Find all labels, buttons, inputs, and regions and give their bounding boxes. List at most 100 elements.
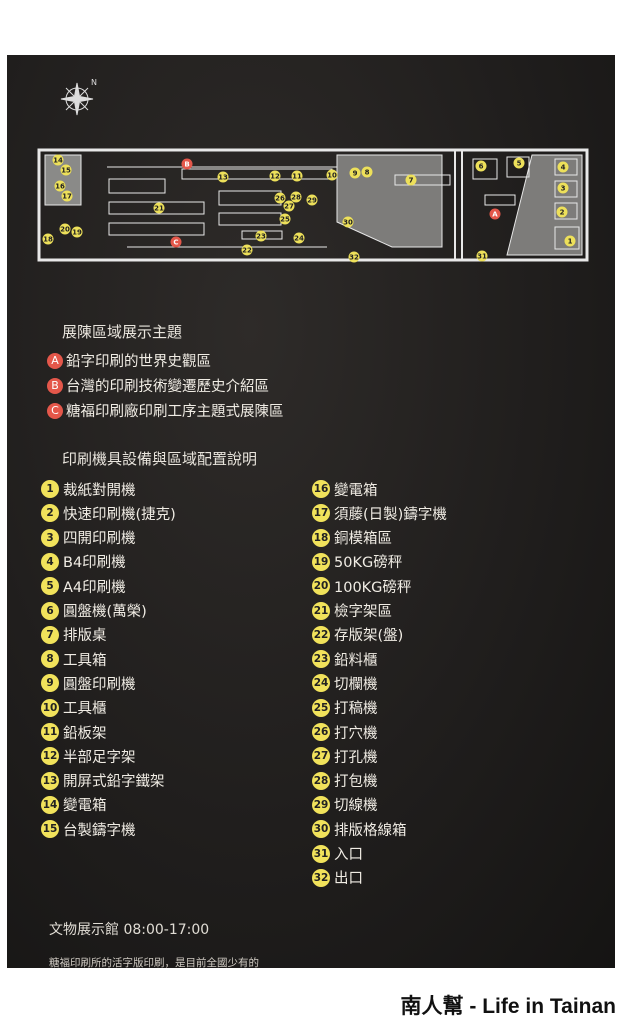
equipment-label: 排版格線箱	[334, 822, 407, 839]
number-badge: 5	[41, 577, 59, 596]
map-marker-4: 4	[557, 161, 569, 173]
number-badge: 22	[312, 625, 330, 644]
equipment-label: 圓盤印刷機	[63, 676, 136, 693]
number-badge: 10	[41, 698, 59, 717]
map-marker-5: 5	[513, 157, 525, 169]
equipment-label: 四開印刷機	[63, 531, 136, 548]
map-marker-25: 25	[279, 213, 291, 225]
equipment-label: 工具箱	[63, 652, 107, 669]
number-badge: 17	[312, 504, 330, 523]
map-marker-7: 7	[405, 174, 417, 186]
number-badge: 13	[41, 771, 59, 790]
map-marker-9: 9	[349, 167, 361, 179]
watermark: 南人幫 - Life in Tainan	[400, 995, 616, 1018]
number-badge: 6	[41, 601, 59, 620]
number-badge: 31	[312, 844, 330, 863]
map-marker-12: 12	[269, 170, 281, 182]
floor-plan	[37, 147, 591, 263]
signboard: N 14 1	[7, 55, 615, 969]
equipment-label: A4印刷機	[63, 579, 126, 596]
equipment-label: 打包機	[334, 774, 378, 791]
number-badge: 12	[41, 747, 59, 766]
map-marker-A: A	[489, 208, 501, 220]
zones-title: 展陳區域展示主題	[62, 323, 183, 341]
number-badge: 20	[312, 577, 330, 596]
map-marker-B: B	[181, 158, 193, 170]
number-badge: 15	[41, 820, 59, 839]
map-marker-19: 19	[71, 226, 83, 238]
map-marker-17: 17	[61, 190, 73, 202]
zone-badge: A	[47, 352, 63, 369]
number-badge: 4	[41, 552, 59, 571]
map-marker-13: 13	[217, 171, 229, 183]
map-marker-2: 2	[556, 206, 568, 218]
equipment-label: 檢字架區	[334, 604, 392, 620]
map-marker-16: 16	[54, 180, 66, 192]
number-badge: 14	[41, 795, 59, 814]
map-marker-30: 30	[342, 216, 354, 228]
equipment-label: 變電箱	[334, 482, 378, 499]
map-marker-11: 11	[291, 170, 303, 182]
map-marker-28: 28	[290, 191, 302, 203]
equipment-label: 打稿機	[334, 701, 378, 718]
equipment-label: B4印刷機	[63, 555, 126, 572]
map-marker-32: 32	[348, 251, 360, 263]
equipment-label: 變電箱	[63, 798, 107, 815]
map-marker-27: 27	[283, 200, 295, 212]
number-badge: 21	[312, 601, 330, 620]
zone-label: 鉛字印刷的世界史觀區	[66, 354, 211, 370]
number-badge: 30	[312, 820, 330, 839]
equipment-label: 開屏式鉛字鐵架	[63, 774, 165, 791]
caption: 糖福印刷所的活字版印刷，是目前全國少有的	[49, 957, 259, 969]
zone-badge: C	[47, 402, 63, 419]
equipment-label: 50KG磅秤	[334, 555, 403, 572]
equipment-label: 半部足字架	[63, 749, 136, 766]
equipment-label: 存版架(盤)	[334, 628, 404, 645]
number-badge: 1	[41, 480, 59, 498]
number-badge: 3	[41, 528, 59, 547]
map-marker-26: 26	[274, 192, 286, 204]
number-badge: 29	[312, 795, 330, 814]
equipment-label: 工具櫃	[63, 701, 107, 718]
equipment-label: 切欄機	[334, 676, 378, 693]
equipment-label: 切線機	[334, 798, 378, 815]
map-marker-6: 6	[475, 160, 487, 172]
number-badge: 2	[41, 504, 59, 523]
map-marker-14: 14	[52, 154, 64, 166]
number-badge: 32	[312, 868, 330, 887]
equipment-title: 印刷機具設備與區域配置說明	[62, 450, 258, 468]
zone-label: 台灣的印刷技術變遷歷史介紹區	[66, 379, 269, 395]
map-marker-3: 3	[557, 182, 569, 194]
map-marker-C: C	[170, 236, 182, 248]
number-badge: 7	[41, 625, 59, 644]
equipment-label: 鉛板架	[63, 725, 107, 742]
number-badge: 26	[312, 723, 330, 741]
zone-label: 糖福印刷廠印刷工序主題式展陳區	[66, 404, 284, 420]
svg-text:N: N	[91, 78, 97, 87]
equipment-label: 圓盤機(萬榮)	[63, 604, 147, 620]
number-badge: 19	[312, 552, 330, 571]
equipment-label: 台製鑄字機	[63, 822, 136, 839]
number-badge: 28	[312, 771, 330, 790]
number-badge: 8	[41, 650, 59, 669]
map-marker-10: 10	[326, 169, 338, 181]
